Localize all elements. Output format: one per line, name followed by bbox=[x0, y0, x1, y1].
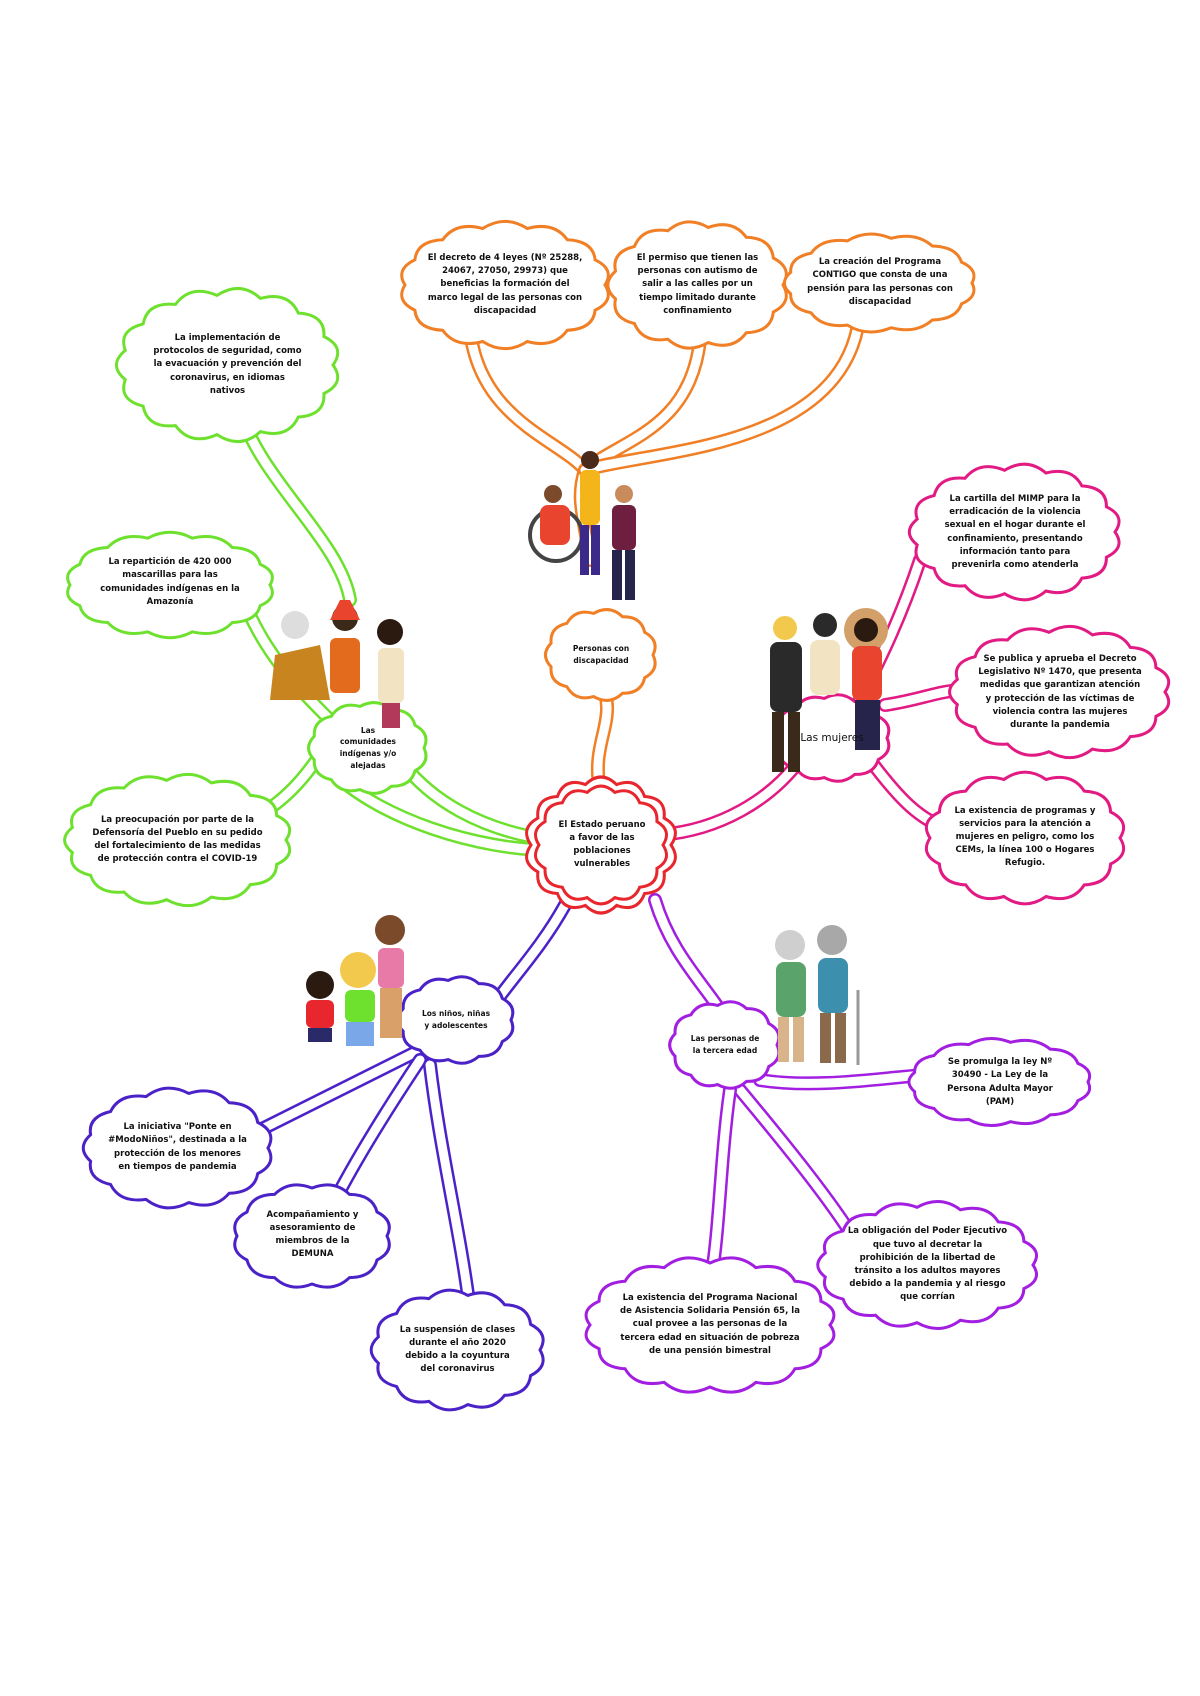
children-item-2-cloud bbox=[233, 1183, 391, 1289]
elderly-item-2-cloud bbox=[816, 1200, 1038, 1330]
children-item-3: La suspensión de clases durante el año 2… bbox=[399, 1324, 516, 1375]
children-illustration bbox=[306, 915, 405, 1046]
women-branch-label: Las mujeres bbox=[800, 731, 864, 744]
disability-limb-1-inner bbox=[465, 325, 590, 475]
women-item-2: Se publica y aprueba el Decreto Legislat… bbox=[978, 653, 1142, 730]
disability-item-2-cloud bbox=[606, 220, 788, 350]
disability-item-3: La creación del Programa CONTIGO que con… bbox=[807, 257, 953, 307]
women-item-1: La cartilla del MIMP para la erradicació… bbox=[944, 493, 1086, 570]
disability-item-3-cloud bbox=[782, 232, 976, 334]
elderly-trunk-inner bbox=[650, 895, 725, 1015]
disability-people-illustration bbox=[528, 451, 636, 600]
center-cloud bbox=[525, 775, 677, 915]
women-item-3-cloud bbox=[924, 770, 1126, 906]
indigenous-item-2: La repartición de 420 000 mascarillas pa… bbox=[100, 557, 240, 607]
elderly-illustration bbox=[775, 925, 860, 1065]
center-cloud-inner bbox=[534, 784, 668, 906]
children-item-3-cloud bbox=[369, 1288, 545, 1412]
disability-limb-1-outer bbox=[463, 323, 592, 477]
indigenous-item-1: La implementación de protocolos de segur… bbox=[153, 333, 302, 396]
disability-branch-label: Personas con discapacidad bbox=[572, 644, 630, 665]
cloud-shapes bbox=[63, 219, 1171, 1412]
children-item-1: La iniciativa "Ponte en #ModoNiños", des… bbox=[108, 1122, 247, 1172]
disability-item-1: El decreto de 4 leyes (Nº 25288, 24067, … bbox=[427, 253, 583, 316]
children-branch-label: Los niños, niñas y adolescentes bbox=[421, 1009, 491, 1030]
women-illustration bbox=[770, 608, 888, 772]
indigenous-item-1-cloud bbox=[114, 287, 340, 443]
elderly-item-3: La existencia del Programa Nacional de A… bbox=[620, 1293, 800, 1356]
elderly-limb-2-inner bbox=[735, 1085, 860, 1245]
illustrations bbox=[270, 451, 888, 1065]
indigenous-branch-label: Las comunidades indígenas y/o alejadas bbox=[339, 725, 397, 770]
children-limb-1-inner bbox=[245, 1045, 425, 1140]
women-item-2-cloud bbox=[948, 624, 1171, 760]
children-item-1-cloud bbox=[81, 1086, 273, 1210]
disability-item-1-cloud bbox=[400, 219, 610, 351]
women-item-1-cloud bbox=[907, 462, 1121, 602]
elderly-item-3-cloud bbox=[584, 1256, 836, 1394]
disability-limb-3-inner bbox=[580, 305, 865, 475]
elderly-branch-cloud bbox=[668, 1000, 781, 1090]
elderly-item-1-cloud bbox=[907, 1037, 1092, 1127]
indigenous-item-3-cloud bbox=[63, 772, 292, 908]
elderly-item-2: La obligación del Poder Ejecutivo que tu… bbox=[847, 1226, 1008, 1303]
indigenous-item-3: La preocupación por parte de la Defensor… bbox=[92, 814, 263, 865]
children-item-2: Acompañamiento y asesoramiento de miembr… bbox=[266, 1209, 359, 1260]
women-item-3: La existencia de programas y servicios p… bbox=[954, 805, 1096, 869]
center-node-label: El Estado peruano a favor de las poblaci… bbox=[558, 819, 646, 870]
elderly-branch-label: Las personas de la tercera edad bbox=[690, 1034, 760, 1055]
children-limb-3-inner bbox=[425, 1060, 475, 1315]
women-trunk-inner bbox=[655, 755, 805, 840]
disability-branch-cloud bbox=[543, 608, 657, 702]
indigenous-people-illustration bbox=[270, 600, 404, 728]
indigenous-item-2-cloud bbox=[66, 530, 274, 640]
disability-item-2: El permiso que tienen las personas con a… bbox=[636, 253, 759, 316]
elderly-item-1: Se promulga la ley Nº 30490 - La Ley de … bbox=[947, 1057, 1053, 1107]
